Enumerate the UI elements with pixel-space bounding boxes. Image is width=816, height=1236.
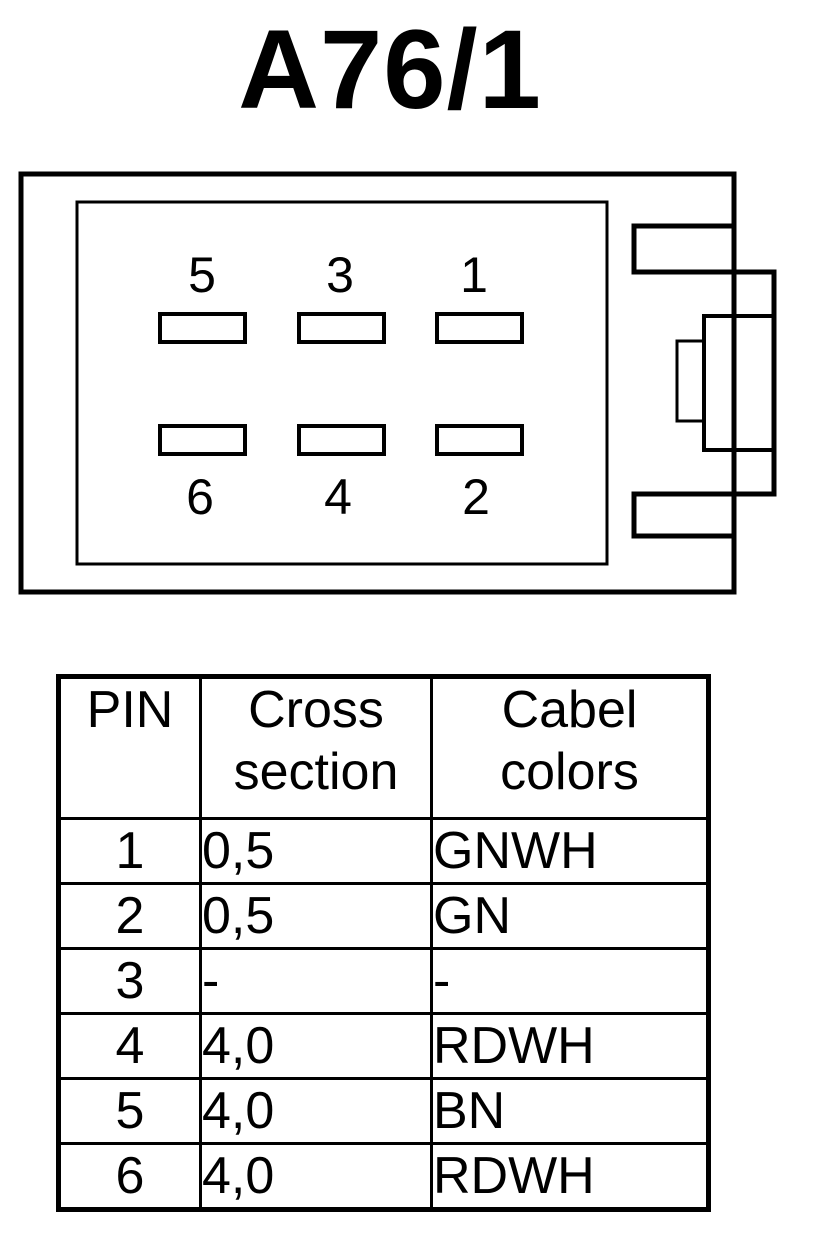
cell-cable-color: GN — [430, 882, 710, 950]
cell-cable-color: RDWH — [430, 1012, 710, 1080]
cell-pin: 5 — [57, 1077, 202, 1145]
cell-pin: 4 — [57, 1012, 202, 1080]
table-row: 1 0,5 GNWH — [57, 817, 710, 885]
terminal-pin-2 — [435, 424, 524, 456]
latch-tab — [702, 314, 774, 452]
table-row: 3 - - — [57, 947, 710, 1015]
cell-cross-section: - — [199, 947, 433, 1015]
pin-label-bottom: 2 — [462, 469, 490, 525]
connector-housing — [18, 171, 737, 595]
table-row: 5 4,0 BN — [57, 1077, 710, 1145]
terminal-pin-4 — [297, 424, 386, 456]
cell-cable-color: GNWH — [430, 817, 710, 885]
cell-cross-section: 4,0 — [199, 1012, 433, 1080]
header-cross-section: Cross section — [199, 675, 433, 820]
cell-cable-color: BN — [430, 1077, 710, 1145]
cell-pin: 6 — [57, 1142, 202, 1211]
table-row: 2 0,5 GN — [57, 882, 710, 950]
header-cross-section-line1: Cross — [248, 681, 384, 739]
pin-label-top: 1 — [460, 247, 488, 303]
cell-pin: 1 — [57, 817, 202, 885]
connector-title: A76/1 — [238, 7, 542, 132]
cell-cross-section: 0,5 — [199, 817, 433, 885]
cell-pin: 2 — [57, 882, 202, 950]
header-cable-colors-line2: colors — [500, 743, 639, 801]
header-cross-section-line2: section — [233, 743, 399, 801]
connector-diagram: 5 3 1 6 4 2 — [18, 171, 777, 595]
cell-cross-section: 0,5 — [199, 882, 433, 950]
pin-label-top: 5 — [188, 247, 216, 303]
table-header-row: PIN Cross section Cabel colors — [57, 675, 710, 820]
header-cable-colors-line1: Cabel — [501, 681, 638, 739]
terminal-pin-3 — [297, 312, 386, 344]
connector-face — [75, 200, 609, 566]
pin-label-bottom: 4 — [324, 469, 352, 525]
terminal-pin-1 — [435, 312, 524, 344]
cell-cross-section: 4,0 — [199, 1142, 433, 1211]
connector-latch — [631, 223, 777, 539]
cell-pin: 3 — [57, 947, 202, 1015]
terminal-pin-6 — [158, 424, 247, 456]
header-cable-colors: Cabel colors — [430, 675, 710, 820]
table-row: 4 4,0 RDWH — [57, 1012, 710, 1080]
header-pin-label: PIN — [86, 681, 174, 739]
terminal-pin-5 — [158, 312, 247, 344]
latch-knob — [675, 339, 706, 423]
table-row: 6 4,0 RDWH — [57, 1142, 710, 1211]
pin-assignment-table: PIN Cross section Cabel colors 1 0,5 GNW… — [56, 674, 711, 1212]
cell-cable-color: RDWH — [430, 1142, 710, 1211]
cell-cross-section: 4,0 — [199, 1077, 433, 1145]
header-pin: PIN — [57, 675, 202, 820]
pin-label-top: 3 — [326, 247, 354, 303]
pin-label-bottom: 6 — [186, 469, 214, 525]
cell-cable-color: - — [430, 947, 710, 1015]
